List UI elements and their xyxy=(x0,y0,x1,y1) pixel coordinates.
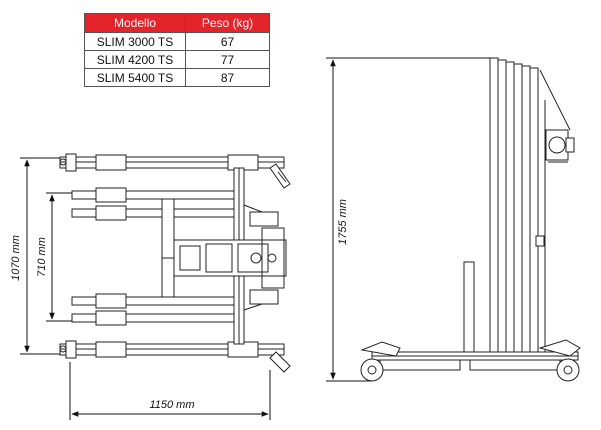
outer-leg-bottom xyxy=(59,340,291,373)
base xyxy=(360,339,581,371)
inner-width-label: 710 mm xyxy=(36,237,48,277)
dimension-outer-width xyxy=(20,157,60,355)
lock-pin xyxy=(535,235,545,247)
mast xyxy=(489,57,571,353)
table-row: SLIM 5400 TS 87 xyxy=(84,68,270,87)
winch xyxy=(545,129,575,163)
table-header-row: Modello Peso (kg) xyxy=(84,13,270,33)
inner-leg-top xyxy=(71,187,245,221)
length-label: 1150 mm xyxy=(149,399,194,411)
weight-table: Modello Peso (kg) SLIM 3000 TS 67 SLIM 4… xyxy=(84,13,270,87)
inner-leg-bottom xyxy=(71,293,245,326)
dimension-length xyxy=(69,362,271,420)
header-model: Modello xyxy=(84,13,186,33)
wheel-front xyxy=(360,358,384,382)
outer-leg-top xyxy=(59,153,291,189)
weight-cell: 87 xyxy=(185,68,270,87)
model-cell: SLIM 5400 TS xyxy=(84,68,186,87)
header-weight: Peso (kg) xyxy=(185,13,270,33)
front-stabilizer xyxy=(463,261,475,353)
central-frame xyxy=(161,167,287,345)
height-label: 1755 mm xyxy=(337,199,349,245)
top-view xyxy=(59,153,291,373)
dimension-height xyxy=(326,57,490,382)
dimension-inner-width xyxy=(46,192,72,322)
outer-width-label: 1070 mm xyxy=(10,235,22,281)
wheel-rear xyxy=(556,358,580,382)
side-view xyxy=(360,57,581,382)
